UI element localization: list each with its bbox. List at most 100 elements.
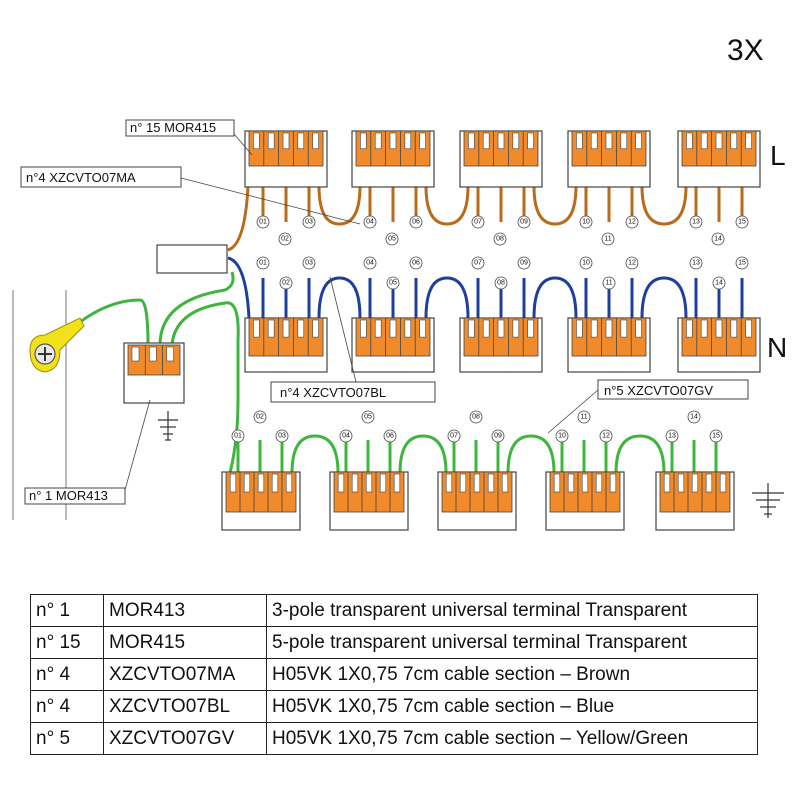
wire-number-label: 12 xyxy=(602,433,610,440)
legend-code: XZCVTO07MA xyxy=(103,658,267,691)
brown-jumper xyxy=(640,185,688,226)
terminal-slot xyxy=(229,473,237,493)
terminal-slot xyxy=(576,132,583,150)
wire-number-circle xyxy=(577,410,591,424)
terminal-slot xyxy=(337,473,345,493)
wire-number-label: 06 xyxy=(412,260,420,267)
terminal-slot xyxy=(393,473,401,493)
wire-number-circle xyxy=(602,276,616,290)
wire-number-label: 14 xyxy=(690,414,698,421)
legend-desc: 5-pole transparent universal terminal Tr… xyxy=(266,626,758,659)
wire-number-label: 12 xyxy=(628,219,636,226)
wire-number-circle xyxy=(555,429,569,443)
terminal-slot xyxy=(605,132,613,150)
terminal-slot xyxy=(700,319,708,338)
callout-brown-cable: n°4 XZCVTO07MA xyxy=(20,166,361,225)
terminal-slot xyxy=(374,319,382,338)
legend-desc: H05VK 1X0,75 7cm cable section – Yellow/… xyxy=(266,722,758,755)
terminal-slot xyxy=(297,319,305,338)
terminal-slot xyxy=(379,473,387,493)
wire-number-label: 14 xyxy=(714,236,722,243)
wire-number-label: 09 xyxy=(520,219,528,226)
wire-number-circle xyxy=(735,256,749,270)
legend-qty: n° 4 xyxy=(30,658,104,691)
terminal-slot xyxy=(677,473,685,493)
legend-qty: n° 15 xyxy=(30,626,104,659)
wire-number-circle xyxy=(712,276,726,290)
wire-number-circle xyxy=(517,215,531,229)
wire-number-label: 15 xyxy=(738,260,746,267)
wire-number-label: 11 xyxy=(604,236,611,243)
wire-number-label: 03 xyxy=(305,219,313,226)
callout-mor415: n° 15 MOR415 xyxy=(125,119,253,156)
wire-number-label: 04 xyxy=(366,219,374,226)
row-label-l: L xyxy=(770,140,786,171)
terminal-slot xyxy=(253,319,260,338)
wire-number-circle xyxy=(363,215,377,229)
wire-number-label: 06 xyxy=(386,433,394,440)
wires-layer xyxy=(79,185,744,474)
mor413-slot xyxy=(166,346,174,362)
wire-number-label: 14 xyxy=(715,280,723,287)
terminal-slot xyxy=(473,473,481,493)
terminal-slot xyxy=(297,132,305,150)
terminal-slot xyxy=(459,473,467,493)
terminal-slot xyxy=(482,132,490,150)
wire-number-circle xyxy=(471,215,485,229)
terminal-slot xyxy=(267,132,275,150)
terminal-slot xyxy=(590,132,598,150)
wire-number-circle xyxy=(517,256,531,270)
terminal-slot xyxy=(715,319,723,338)
terminal-slot xyxy=(620,132,628,150)
wire-number-circle xyxy=(302,215,316,229)
wire-number-label: 11 xyxy=(605,280,612,287)
terminal-slot xyxy=(635,132,642,150)
green-jumper xyxy=(398,434,448,474)
legend-desc: H05VK 1X0,75 7cm cable section – Brown xyxy=(266,658,758,691)
legend-code: MOR415 xyxy=(103,626,267,659)
wire-number-label: 09 xyxy=(520,260,528,267)
legend-desc: H05VK 1X0,75 7cm cable section – Blue xyxy=(266,690,758,723)
wire-number-label: 08 xyxy=(496,236,504,243)
wire-number-label: 12 xyxy=(628,260,636,267)
wire-number-label: 04 xyxy=(366,260,374,267)
legend-desc: 3-pole transparent universal terminal Tr… xyxy=(266,594,758,627)
wire-number-circle xyxy=(409,256,423,270)
terminal-slot xyxy=(497,132,505,150)
wire-number-circle xyxy=(735,215,749,229)
wire-number-label: 01 xyxy=(259,260,267,267)
wire-number-circle xyxy=(689,215,703,229)
wire-number-label: 13 xyxy=(692,260,700,267)
green-jumper xyxy=(506,434,556,474)
terminal-slot xyxy=(497,319,505,338)
blue-jumper xyxy=(317,276,362,319)
svg-text:n°4 XZCVTO07MA: n°4 XZCVTO07MA xyxy=(26,170,136,185)
wire-number-circle xyxy=(469,410,483,424)
wire-number-label: 07 xyxy=(474,219,482,226)
wire-number-circle xyxy=(625,215,639,229)
wire-number-label: 09 xyxy=(494,433,502,440)
terminal-slot xyxy=(609,473,617,493)
terminal-slot xyxy=(719,473,727,493)
terminal-slot xyxy=(257,473,265,493)
wire-number-label: 07 xyxy=(450,433,458,440)
terminal-slot xyxy=(553,473,561,493)
wire-number-label: 08 xyxy=(497,280,505,287)
terminal-slot xyxy=(527,132,534,150)
legend-code: XZCVTO07GV xyxy=(103,722,267,755)
wire-number-label: 03 xyxy=(305,260,313,267)
terminal-slot xyxy=(360,319,367,338)
wire-number-label: 05 xyxy=(389,280,397,287)
callout-gv-cable: n°5 XZCVTO07GV xyxy=(547,379,749,434)
wire-number-circle xyxy=(601,232,615,246)
terminal-slot xyxy=(730,132,738,150)
wire-number-circle xyxy=(471,256,485,270)
wire-number-circle xyxy=(361,410,375,424)
svg-text:n°5 XZCVTO07GV: n°5 XZCVTO07GV xyxy=(604,383,713,398)
wire-number-label: 05 xyxy=(364,414,372,421)
